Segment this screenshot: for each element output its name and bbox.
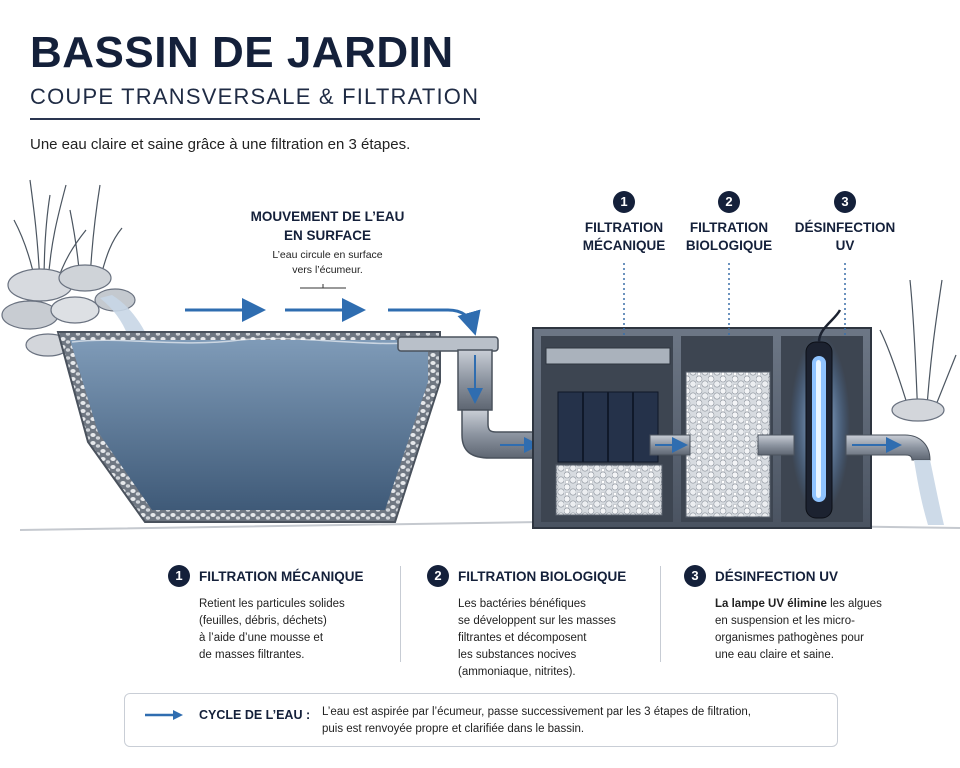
card-header: 1 FILTRATION MÉCANIQUE (168, 565, 393, 587)
stage-name-line2: BIOLOGIQUE (685, 238, 773, 253)
water-cycle-label: CYCLE DE L’EAU : (199, 708, 311, 722)
card-text-line: filtrantes et décomposent (458, 632, 587, 644)
pond-cross-section-illustration (1, 179, 960, 531)
stage-name-line1: DÉSINFECTION (794, 220, 896, 235)
surface-flow-arrows (185, 298, 481, 336)
left-rocks-decor (1, 264, 136, 357)
intro-text: Une eau claire et saine grâce à une filt… (30, 136, 411, 153)
card-number-badge: 3 (684, 565, 706, 587)
card-text-bold: La lampe UV (715, 598, 785, 610)
card-divider (660, 566, 661, 662)
card-title: FILTRATION BIOLOGIQUE (458, 568, 627, 584)
card-number-badge: 1 (168, 565, 190, 587)
card-text-line: les substances nocives (458, 649, 577, 661)
water-cycle-line2: puis est renvoyée propre et clarifiée da… (322, 723, 585, 735)
stage-header-3: 3 DÉSINFECTION UV (780, 191, 910, 255)
stage-header-2: 2 FILTRATION BIOLOGIQUE (664, 191, 794, 255)
card-number-badge: 2 (427, 565, 449, 587)
card-text: Retient les particules solides (feuilles… (199, 596, 393, 664)
card-text-line: (feuilles, débris, déchets) (199, 615, 327, 627)
card-header: 2 FILTRATION BIOLOGIQUE (427, 565, 652, 587)
skimmer (397, 336, 541, 459)
card-text-line: une eau claire et saine. (715, 649, 834, 661)
card-title: DÉSINFECTION UV (715, 568, 839, 584)
surface-flow-desc-line1: L’eau circule en surface (272, 249, 383, 261)
card-text-line: organismes pathogènes pour (715, 632, 864, 644)
pond-water (70, 340, 428, 510)
stage-name-line1: FILTRATION (689, 220, 769, 235)
card-text-line: en suspension et les micro- (715, 615, 855, 627)
card-divider (400, 566, 401, 662)
water-cycle-box (124, 693, 838, 747)
stage-name: FILTRATION BIOLOGIQUE (664, 219, 794, 255)
card-text-line: Retient les particules solides (199, 598, 345, 610)
stage-name: FILTRATION MÉCANIQUE (559, 219, 689, 255)
card-text-line: se développent sur les masses (458, 615, 616, 627)
card-title: FILTRATION MÉCANIQUE (199, 568, 364, 584)
card-text: La lampe UV élimine les algues en suspen… (715, 596, 909, 664)
card-text-rest: les algues (826, 598, 882, 610)
surface-flow-description: L’eau circule en surface vers l’écumeur. (225, 248, 430, 278)
filter-box (532, 309, 944, 529)
card-text-line: Les bactéries bénéfiques (458, 598, 586, 610)
stage-name-line2: UV (835, 238, 855, 253)
stage-name-line1: FILTRATION (584, 220, 664, 235)
card-text: Les bactéries bénéfiques se développent … (458, 596, 652, 681)
stage-name: DÉSINFECTION UV (780, 219, 910, 255)
surface-flow-title: MOUVEMENT DE L’EAU EN SURFACE (205, 207, 450, 245)
stage-header-1: 1 FILTRATION MÉCANIQUE (559, 191, 689, 255)
arrow-right-icon (145, 710, 183, 720)
title-divider (30, 118, 480, 120)
water-cycle-text: L’eau est aspirée par l’écumeur, passe s… (322, 704, 822, 738)
card-text-line: à l’aide d’une mousse et (199, 632, 324, 644)
card-text-line: (ammoniaque, nitrites). (458, 666, 576, 678)
surface-flow-title-line2: EN SURFACE (283, 228, 371, 243)
page-subtitle: COUPE TRANSVERSALE & FILTRATION (30, 84, 480, 109)
stage-number-badge: 3 (834, 191, 856, 213)
card-text-line: de masses filtrantes. (199, 649, 305, 661)
card-uv-disinfection: 3 DÉSINFECTION UV La lampe UV élimine le… (684, 565, 909, 664)
surface-flow-title-line1: MOUVEMENT DE L’EAU (250, 209, 405, 224)
water-cycle-line1: L’eau est aspirée par l’écumeur, passe s… (322, 706, 751, 718)
card-biological-filtration: 2 FILTRATION BIOLOGIQUE Les bactéries bé… (427, 565, 652, 681)
stage-number-badge: 2 (718, 191, 740, 213)
card-text-line: La lampe UV élimine les algues (715, 596, 909, 613)
card-mechanical-filtration: 1 FILTRATION MÉCANIQUE Retient les parti… (168, 565, 393, 664)
page-title: BASSIN DE JARDIN (30, 28, 454, 77)
stage-name-line2: MÉCANIQUE (582, 238, 666, 253)
card-text-bold: élimine (787, 598, 827, 610)
surface-flow-desc-line2: vers l’écumeur. (292, 264, 363, 276)
card-header: 3 DÉSINFECTION UV (684, 565, 909, 587)
stage-number-badge: 1 (613, 191, 635, 213)
